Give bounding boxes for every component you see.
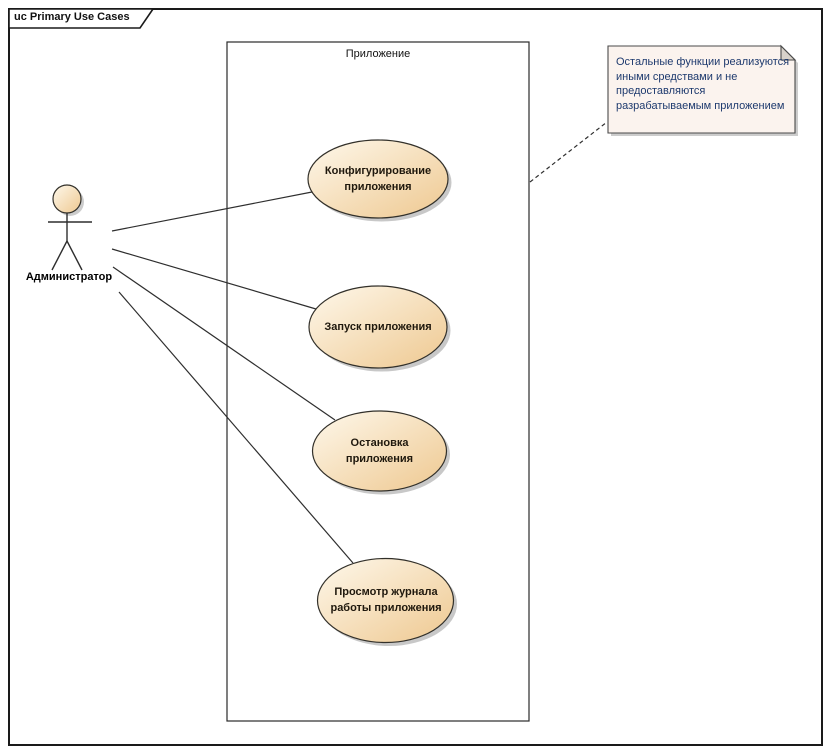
use-case-start-ellipse[interactable] <box>308 285 448 369</box>
actor-left-leg <box>51 240 68 271</box>
actor-head <box>52 184 82 214</box>
diagram-frame <box>8 8 823 746</box>
system-boundary-title: Приложение <box>345 48 411 60</box>
association-stop[interactable] <box>112 266 336 421</box>
use-case-label-view-log: Просмотр журнала работы приложения <box>330 586 442 614</box>
use-case-configure-ellipse[interactable] <box>307 139 449 219</box>
note-text: Остальные функции реализуются иными сред… <box>616 55 794 113</box>
use-case-label-start: Запуск приложения <box>324 321 432 333</box>
note-text-line: иными средствами и не <box>616 70 738 83</box>
association-configure[interactable] <box>111 191 313 232</box>
note-text-line: предоставляются <box>616 85 706 97</box>
frame-title: uc Primary Use Cases <box>14 11 130 23</box>
note-text-line: разрабатываемым приложением <box>616 99 785 112</box>
use-case-label-configure: Конфигурирование приложения <box>324 165 432 193</box>
note-link-connector[interactable] <box>529 121 608 183</box>
note-fold-icon <box>780 44 797 61</box>
use-case-view-log-ellipse[interactable] <box>316 557 455 644</box>
note[interactable] <box>607 45 796 134</box>
association-view-log[interactable] <box>118 291 354 564</box>
note-text-line: Остальные функции реализуются <box>616 56 790 68</box>
frame-label-tab <box>8 8 155 29</box>
use-case-stop-ellipse[interactable] <box>311 410 448 492</box>
association-start[interactable] <box>111 248 317 310</box>
use-case-label-stop: Остановка приложения <box>345 437 414 465</box>
actor-label: Администратор <box>25 271 113 283</box>
actor-right-leg <box>66 240 83 271</box>
actor-administrator[interactable] <box>48 184 92 271</box>
